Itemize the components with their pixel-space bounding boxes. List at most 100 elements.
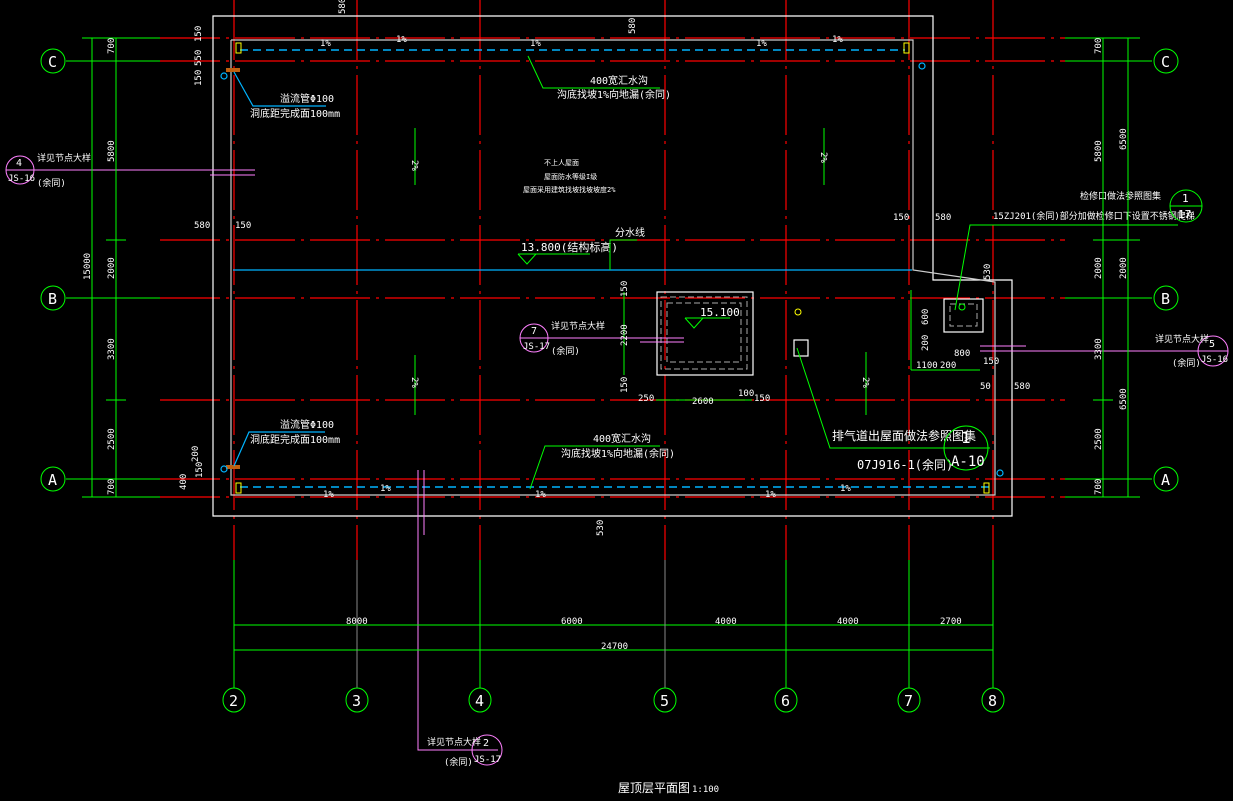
dimension-label: 150 — [235, 221, 251, 231]
dimension-label: JS-16 — [1201, 355, 1228, 365]
gutter-slope: 1% — [765, 490, 776, 500]
hatch-elevation: 15.100 — [700, 306, 740, 319]
dimension-label: 150 — [195, 462, 205, 478]
roof-note: 不上人屋面 — [544, 158, 579, 167]
dimension-label: 700 — [107, 38, 117, 54]
dimension-label: JS-17 — [474, 755, 501, 765]
overflow-note: 溢流管Φ100 — [280, 418, 334, 431]
roof-outline — [212, 15, 1013, 517]
overflow-note: 溢流管Φ100 — [280, 92, 334, 105]
roof-hatch — [623, 291, 754, 401]
dimension-label: 200 — [940, 361, 956, 371]
overflow-note: 洞底距完成面100mm — [250, 433, 340, 446]
dimension-label: 1 — [961, 428, 971, 447]
dimension-label: 2 — [483, 738, 489, 749]
slope-arrows: 2% 2% 2% 2% 1% 1% 1% 1% 1% 1% 1% 1% 1% 1… — [320, 35, 870, 500]
dimension-label: 2500 — [107, 428, 117, 450]
dimension-label: 580 — [935, 213, 951, 223]
drawing-line — [233, 431, 325, 467]
dimension-label: B — [48, 290, 57, 308]
dimension-label: 150 — [893, 213, 909, 223]
vent-note: 07J916-1(余同) — [857, 457, 953, 472]
gutter-slope: 1% — [840, 484, 851, 494]
dimension-label: 详见节点大样 — [427, 736, 481, 748]
dimension-label: 6000 — [561, 617, 583, 627]
dimension-label: 150 — [620, 377, 630, 393]
drawing-line — [235, 42, 242, 54]
dimension-label: C — [48, 53, 57, 71]
dimension-label: 5800 — [1094, 140, 1104, 162]
dimension-label: 详见节点大样 — [551, 320, 605, 332]
divide-line-label: 分水线 — [615, 226, 645, 239]
dimension-label: 详见节点大样 — [37, 152, 91, 164]
drawing-line — [653, 687, 677, 713]
dimension-label: 580 — [194, 221, 210, 231]
gutter-slope: 1% — [832, 35, 843, 45]
dimension-label: 150 — [983, 357, 999, 367]
dimension-label: 详见节点大样 — [1155, 333, 1209, 345]
detail-ref-5: 5 JS-16 详见节点大样 (余同) — [980, 333, 1229, 369]
dimension-label: 2 — [229, 692, 238, 710]
dimension-label: (余同) — [444, 756, 473, 768]
drawing-scale: 1:100 — [692, 785, 719, 795]
dimension-label: 530 — [596, 520, 606, 536]
drawing-line — [1153, 466, 1179, 492]
dimension-label: 5800 — [107, 140, 117, 162]
drawing-line — [226, 465, 240, 469]
drawing-line — [684, 317, 704, 329]
dimension-label: 1 — [1182, 192, 1189, 205]
left-dimensions: 700 5800 2000 3300 2500 700 15000 — [66, 37, 160, 498]
drawing-line — [1153, 285, 1179, 311]
dimension-label: (余同) — [1172, 357, 1201, 369]
drawing-line — [796, 347, 990, 449]
dimension-label: 7 — [904, 692, 913, 710]
dimension-label: 100 — [738, 389, 754, 399]
gutter-note: 沟底找坡1%向地漏(余同) — [557, 88, 671, 101]
drawing-line — [774, 687, 798, 713]
drawing-line — [996, 469, 1004, 477]
drawing-line — [519, 323, 549, 353]
axis-lines — [160, 0, 1065, 560]
dimension-label: 24700 — [601, 642, 628, 652]
drawing-line — [471, 734, 503, 766]
dimension-label: 8000 — [346, 617, 368, 627]
dimension-label: 2700 — [940, 617, 962, 627]
drawing-line — [40, 48, 66, 74]
drawing-line — [529, 445, 660, 490]
gutter-slope: 1% — [535, 490, 546, 500]
grid-bubble-3: 3 — [345, 687, 369, 713]
callout-1-a10: 1 A-10 — [943, 425, 989, 471]
dimension-label: 5 — [660, 692, 669, 710]
slope-label: 2% — [409, 160, 419, 171]
dimension-label: 150 — [754, 394, 770, 404]
dimension-label: 2200 — [620, 324, 630, 346]
dimension-label: 580 — [338, 0, 348, 14]
dimension-label: A-10 — [951, 454, 985, 470]
dimension-label: JS-16 — [8, 174, 35, 184]
drawing-line — [609, 239, 637, 270]
drawing-line — [1197, 335, 1229, 367]
gutter-slope: 1% — [756, 39, 767, 49]
gutter-note: 400宽汇水沟 — [590, 74, 648, 87]
gutter-slope: 1% — [380, 484, 391, 494]
drawing-line — [660, 296, 748, 370]
dimension-label: 550 — [194, 50, 204, 66]
dimension-label: 4 — [475, 692, 484, 710]
overflow-note: 洞底距完成面100mm — [250, 107, 340, 120]
dimension-label: 2500 — [1094, 428, 1104, 450]
dimension-label: 4000 — [837, 617, 859, 627]
dimension-label: 50 — [980, 382, 991, 392]
bottom-dimensions: 8000 6000 4000 4000 2700 24700 — [233, 560, 994, 688]
drawing-line — [943, 425, 989, 471]
dimension-label: 150 — [620, 281, 630, 297]
dimension-label: 200 — [921, 335, 931, 351]
gutter-note: 400宽汇水沟 — [593, 432, 651, 445]
slope-label: 2% — [818, 152, 828, 163]
drawing-line — [983, 482, 990, 494]
gutter-slope: 1% — [320, 39, 331, 49]
drawing-title: 屋顶层平面图 — [618, 781, 690, 795]
drawing-line — [517, 253, 537, 265]
detail-ref-7: 7 JS-17 详见节点大样 (余同) — [519, 320, 684, 357]
drawing-line — [40, 285, 66, 311]
